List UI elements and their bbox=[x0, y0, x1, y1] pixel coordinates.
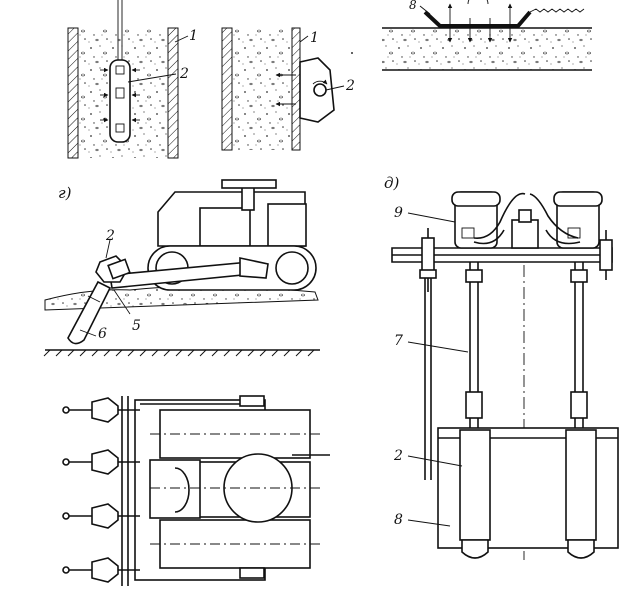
panel-top-left: 1 2 bbox=[67, 0, 198, 159]
vibrator-needle bbox=[67, 280, 112, 345]
label-d-8: 8 bbox=[394, 512, 403, 528]
form-wall-left-2 bbox=[221, 27, 233, 151]
external-vibrator bbox=[299, 57, 335, 123]
panel-g-letter: г) bbox=[58, 184, 72, 202]
concrete-slab bbox=[382, 28, 592, 70]
vibro-cylinder-right bbox=[565, 429, 597, 541]
label-top-left-2: 2 bbox=[179, 66, 189, 82]
vibrator-body bbox=[109, 59, 131, 143]
panel-top-right: 8 bbox=[382, 0, 592, 71]
tractor-cabin bbox=[199, 207, 251, 247]
panel-d: д) bbox=[384, 174, 619, 560]
vibro-plate bbox=[423, 10, 532, 28]
label-top-right-8: 8 bbox=[409, 0, 417, 12]
label-d-9: 9 bbox=[394, 205, 403, 221]
label-g-6: 6 bbox=[98, 326, 107, 342]
label-g-2: 2 bbox=[105, 228, 115, 244]
panel-g: г) 2 bbox=[43, 179, 320, 357]
concrete-mass-2 bbox=[232, 28, 292, 150]
vibro-cylinder-left bbox=[459, 429, 491, 541]
label-top-mid-1: 1 bbox=[310, 30, 319, 46]
label-d-2: 2 bbox=[393, 448, 403, 464]
label-d-7: 7 bbox=[394, 333, 403, 349]
form-wall-left bbox=[67, 27, 79, 159]
panel-top-mid: 1 2 bbox=[221, 27, 355, 151]
form-wall-right-2 bbox=[291, 27, 301, 151]
label-top-mid-2: 2 bbox=[345, 78, 355, 94]
panel-d-letter: д) bbox=[384, 174, 400, 192]
panel-bottom-left bbox=[62, 395, 330, 586]
label-g-5: 5 bbox=[132, 318, 141, 334]
label-top-left-1: 1 bbox=[189, 28, 198, 44]
form-wall-right bbox=[167, 27, 179, 159]
